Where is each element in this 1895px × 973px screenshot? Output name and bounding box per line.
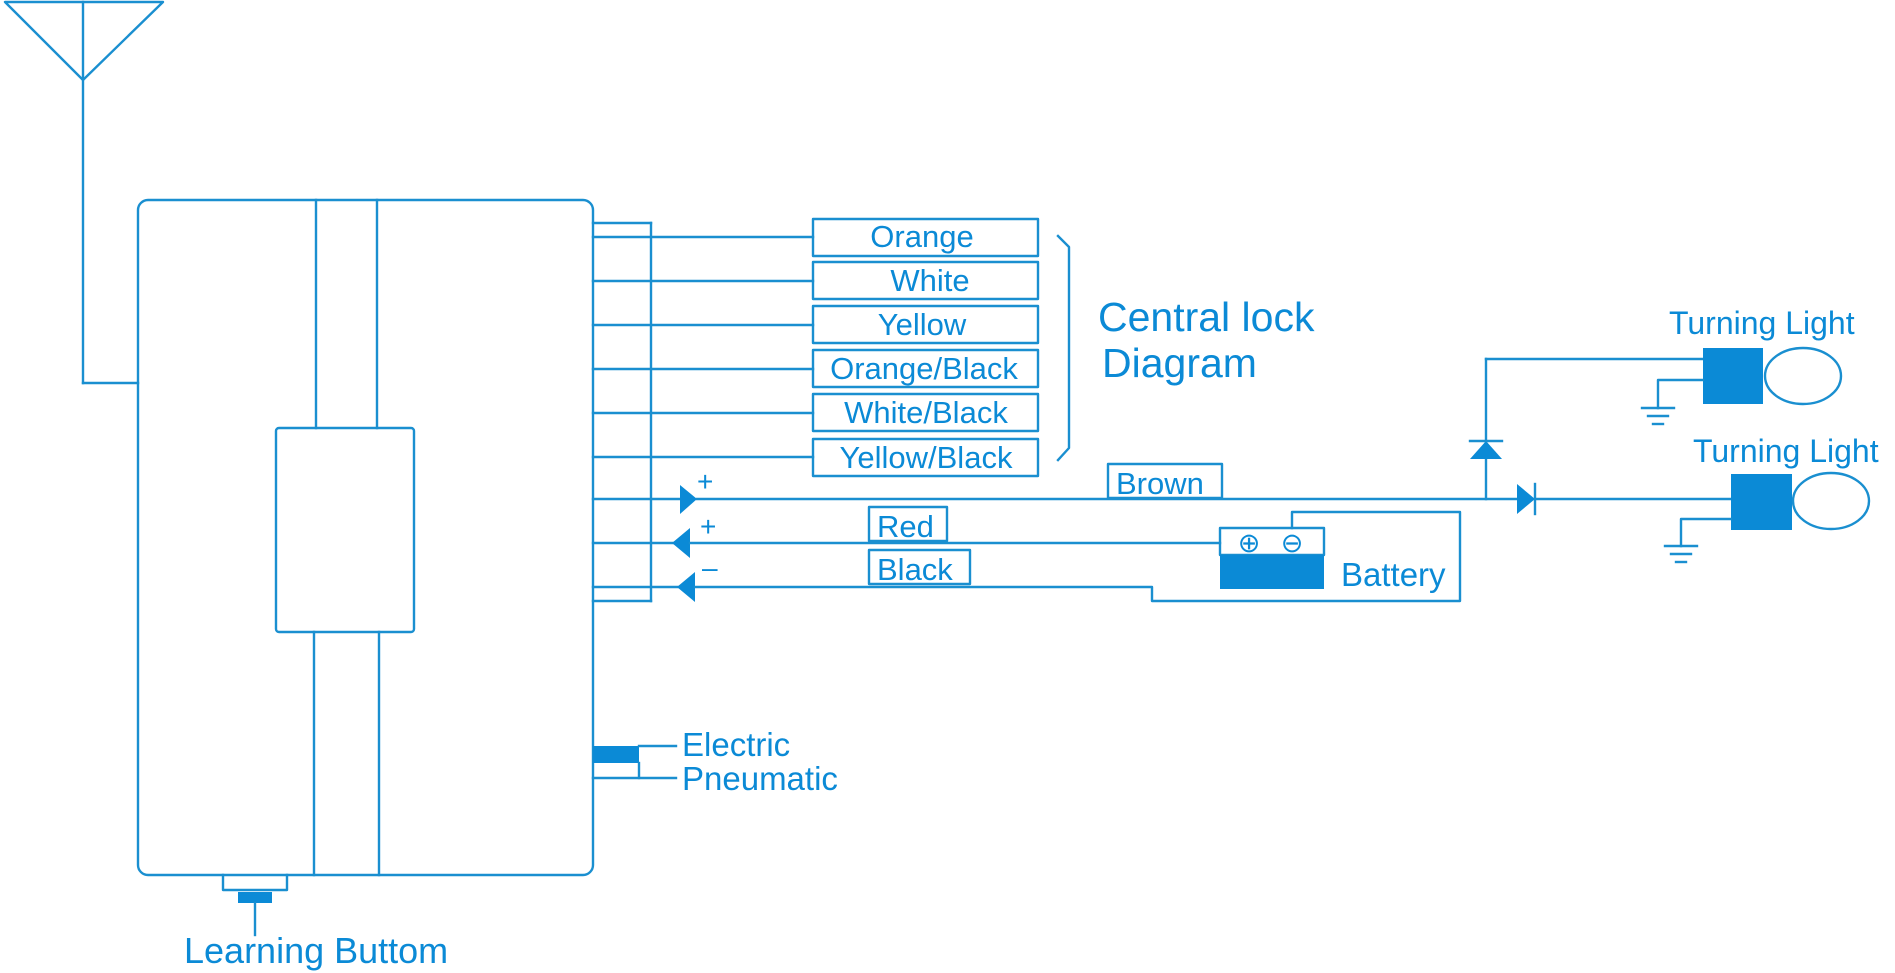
wire-group-brace bbox=[1056, 234, 1071, 462]
diode-icon bbox=[1470, 441, 1502, 459]
learning-button-label: Learning Buttom bbox=[184, 930, 448, 971]
wire-label-yellow-black: Yellow/Black bbox=[811, 437, 1040, 478]
brown-wire bbox=[680, 462, 1522, 514]
brown-polarity: + bbox=[697, 466, 713, 497]
wire-label-text: Yellow bbox=[878, 307, 967, 342]
harness-connector bbox=[591, 221, 815, 603]
wire-label-yellow: Yellow bbox=[811, 304, 1040, 345]
black-wire bbox=[677, 510, 1462, 603]
wire-label-text: Orange/Black bbox=[830, 351, 1018, 386]
inner-module bbox=[274, 426, 416, 634]
turning-light-1 bbox=[1640, 346, 1843, 426]
battery-label: Battery bbox=[1341, 556, 1446, 593]
red-wire bbox=[672, 505, 1222, 558]
red-wire-label: Red bbox=[877, 509, 934, 544]
turning-light-2-label: Turning Light bbox=[1693, 433, 1879, 469]
arrow-right-icon bbox=[680, 485, 697, 514]
arrow-left-icon bbox=[677, 572, 695, 602]
diode-icon bbox=[1517, 484, 1535, 514]
wire-label-text: White bbox=[890, 263, 969, 298]
antenna bbox=[3, 0, 165, 385]
wire-label-text: White/Black bbox=[844, 395, 1008, 430]
wire-label-white: White bbox=[811, 260, 1040, 301]
control-unit bbox=[136, 198, 595, 877]
electric-pneumatic-switch[interactable] bbox=[591, 744, 678, 780]
diagram-title-line-2: Diagram bbox=[1102, 340, 1257, 386]
pneumatic-label: Pneumatic bbox=[682, 760, 838, 797]
electric-label: Electric bbox=[682, 726, 790, 763]
brown-wire-label: Brown bbox=[1116, 466, 1204, 501]
learning-button[interactable] bbox=[221, 873, 289, 937]
black-wire-label: Black bbox=[877, 552, 953, 587]
battery-minus-icon: ⊖ bbox=[1281, 528, 1304, 558]
black-polarity: – bbox=[702, 552, 718, 583]
red-polarity: + bbox=[700, 511, 716, 542]
diode-branch bbox=[1468, 357, 1733, 516]
battery-plus-icon: ⊕ bbox=[1238, 528, 1261, 558]
wire-label-orange: Orange bbox=[811, 217, 1040, 258]
wire-label-orange-black: Orange/Black bbox=[811, 348, 1040, 389]
wire-label-white-black: White/Black bbox=[811, 392, 1040, 433]
turning-light-2 bbox=[1663, 471, 1871, 564]
arrow-left-icon bbox=[672, 528, 690, 558]
wire-label-text: Yellow/Black bbox=[840, 440, 1013, 475]
battery: ⊕ ⊖ bbox=[1218, 526, 1326, 589]
wire-label-text: Orange bbox=[870, 219, 973, 254]
turning-light-1-label: Turning Light bbox=[1669, 305, 1855, 341]
diagram-title-line-1: Central lock bbox=[1098, 294, 1315, 340]
